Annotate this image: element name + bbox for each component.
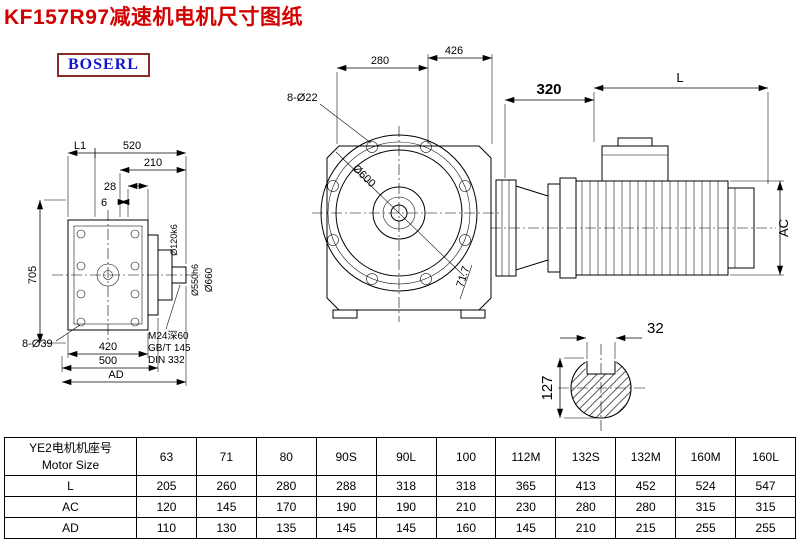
col-header: 160M: [675, 437, 737, 476]
gearbox-left-view: L1 520 210 28 6 705 420 500 AD 8-Ø39 Ø12…: [22, 140, 215, 386]
dimension-table: YE2电机机座号 Motor Size 63 71 80 90S 90L 100…: [4, 437, 796, 539]
col-header: 80: [255, 437, 317, 476]
dim-320-label: 320: [536, 81, 561, 98]
table-cell: 145: [495, 517, 557, 539]
table-cell: 260: [195, 475, 257, 497]
dim-426-label: 426: [445, 45, 463, 57]
col-header: 71: [195, 437, 257, 476]
col-header: 112M: [495, 437, 557, 476]
table-cell: 230: [495, 496, 557, 518]
table-cell: 365: [495, 475, 557, 497]
table-row-ad: AD 110 130 135 145 145 160 145 210 215 2…: [4, 517, 796, 539]
dim-8d22-label: 8-Ø22: [287, 92, 318, 104]
table-cell: 190: [315, 496, 377, 518]
motor-side-view: 320 L AC: [490, 70, 791, 279]
terminal-box: [601, 145, 669, 182]
dim-210-label: 210: [144, 157, 162, 169]
dim-280-label: 280: [371, 55, 389, 67]
table-row-l: L 205 260 280 288 318 318 365 413 452 52…: [4, 475, 796, 497]
gearbox-front-view: Ø600 8-Ø22 280 426 71.7: [287, 45, 500, 322]
table-cell: 280: [615, 496, 677, 518]
col-header: 132M: [615, 437, 677, 476]
dim-6-label: 6: [101, 197, 107, 209]
dim-28-label: 28: [104, 181, 116, 193]
note-m24-label: M24深60: [148, 330, 189, 342]
table-cell: 205: [136, 475, 197, 497]
table-cell: 210: [555, 517, 617, 539]
table-cell: 452: [615, 475, 677, 497]
col-header: 90L: [375, 437, 437, 476]
col-header: 100: [435, 437, 497, 476]
dim-520-label: 520: [123, 140, 141, 152]
dim-l1-label: L1: [74, 140, 86, 152]
table-cell: 524: [675, 475, 737, 497]
dim-ac-label: AC: [776, 219, 791, 237]
table-cell: 190: [375, 496, 437, 518]
row-label: AD: [4, 517, 137, 539]
table-cell: 547: [735, 475, 796, 497]
motor-size-header-en: Motor Size: [41, 457, 100, 472]
table-cell: 318: [375, 475, 437, 497]
table-cell: 215: [615, 517, 677, 539]
col-header: 90S: [315, 437, 377, 476]
table-cell: 315: [675, 496, 737, 518]
table-cell: 135: [255, 517, 317, 539]
row-label: AC: [4, 496, 137, 518]
table-header-row: YE2电机机座号 Motor Size 63 71 80 90S 90L 100…: [4, 437, 796, 476]
dia-600-label: Ø600: [350, 163, 378, 190]
motor-size-header-cn: YE2电机机座号: [29, 440, 112, 455]
page-title: KF157R97减速机电机尺寸图纸: [4, 6, 304, 29]
row-label: L: [4, 475, 137, 497]
dia-550h6-label: Ø550h6: [190, 264, 200, 296]
dim-705-label: 705: [27, 266, 39, 284]
dim-8d39-label: 8-Ø39: [22, 338, 53, 350]
table-cell: 255: [735, 517, 796, 539]
note-gbt145-label: GB/T 145: [148, 343, 191, 354]
table-cell: 280: [555, 496, 617, 518]
col-header: 160L: [735, 437, 796, 476]
table-cell: 145: [195, 496, 257, 518]
dim-500-label: 500: [99, 355, 117, 367]
table-cell: 315: [735, 496, 796, 518]
dim-71-7-label: 71.7: [454, 265, 472, 289]
fan-cover: [727, 187, 755, 269]
dia-660-label: Ø660: [204, 267, 215, 292]
table-cell: 160: [435, 517, 497, 539]
table-cell: 130: [195, 517, 257, 539]
dim-ad-label: AD: [108, 369, 123, 381]
table-cell: 170: [255, 496, 317, 518]
boserl-logo: BOSERL: [57, 53, 150, 77]
dim-420-label: 420: [99, 341, 117, 353]
table-cell: 288: [315, 475, 377, 497]
table-cell: 145: [375, 517, 437, 539]
col-header: 132S: [555, 437, 617, 476]
dim-127-label: 127: [539, 375, 556, 400]
note-din332-label: DIN 332: [148, 355, 185, 366]
technical-drawing: L1 520 210 28 6 705 420 500 AD 8-Ø39 Ø12…: [22, 45, 791, 432]
col-header: 63: [136, 437, 197, 476]
table-cell: 145: [315, 517, 377, 539]
table-row-ac: AC 120 145 170 190 190 210 230 280 280 3…: [4, 496, 796, 518]
flange-circle-600: [320, 134, 478, 292]
table-cell: 413: [555, 475, 617, 497]
motor-size-header: YE2电机机座号 Motor Size: [4, 437, 137, 476]
output-shaft-stub: [171, 266, 187, 284]
table-cell: 280: [255, 475, 317, 497]
dim-32-label: 32: [647, 320, 664, 337]
table-cell: 210: [435, 496, 497, 518]
table-cell: 110: [136, 517, 197, 539]
table-cell: 120: [136, 496, 197, 518]
table-cell: 255: [675, 517, 737, 539]
dia-120k6-label: Ø120k6: [169, 224, 179, 256]
shaft-section-view: 32 127: [539, 320, 664, 432]
dim-l-label: L: [676, 70, 683, 85]
table-cell: 318: [435, 475, 497, 497]
